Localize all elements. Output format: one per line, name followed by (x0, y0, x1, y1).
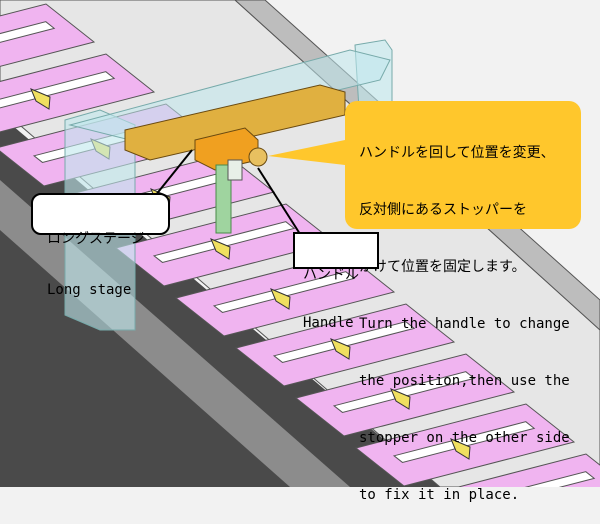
handle-leader (257, 167, 301, 235)
pink-plate (0, 3, 96, 67)
note-ja-line: かけて位置を固定します。 (359, 259, 526, 275)
note-ja-line: ハンドルを回して位置を変更、 (359, 145, 555, 161)
long-stage-ja: ロングステージ (47, 231, 145, 247)
handle-label: ハンドル Handle (293, 232, 379, 331)
plate-slot (0, 71, 116, 109)
handle-usage-note: ハンドルを回して位置を変更、 反対側にあるストッパーを かけて位置を固定します。… (345, 101, 581, 503)
stage-leader (154, 149, 193, 197)
frame-top-beam (68, 49, 391, 141)
note-en-line: to fix it in place. (359, 487, 520, 503)
note-ja-line: 反対側にあるストッパーを (359, 202, 527, 218)
pink-plate (0, 53, 156, 133)
yellow-insert (270, 288, 291, 310)
yellow-insert (390, 388, 411, 410)
long-stage-label: ロングステージ Long stage (31, 193, 170, 298)
plate-slot (212, 271, 356, 313)
stage-rod (215, 164, 232, 234)
plate-slot (0, 21, 56, 43)
bracket (227, 159, 243, 181)
plate-slot (524, 471, 596, 487)
handle-ja: ハンドル (303, 267, 359, 283)
plate-slot (152, 221, 296, 263)
note-tail (268, 140, 345, 165)
note-en-line: Turn the handle to change (359, 316, 570, 332)
handle-knob (248, 147, 268, 167)
handle-en: Handle (303, 315, 354, 331)
yellow-insert (330, 338, 351, 360)
yellow-insert (30, 88, 51, 110)
yellow-insert (450, 438, 471, 460)
plate-slot (272, 321, 416, 363)
yellow-insert (210, 238, 231, 260)
plate-slot (392, 421, 536, 463)
note-en-line: the position,then use the (359, 373, 570, 389)
long-stage-en: Long stage (47, 282, 132, 298)
note-en-line: stopper on the other side (359, 430, 570, 446)
plate-slot (332, 371, 476, 413)
